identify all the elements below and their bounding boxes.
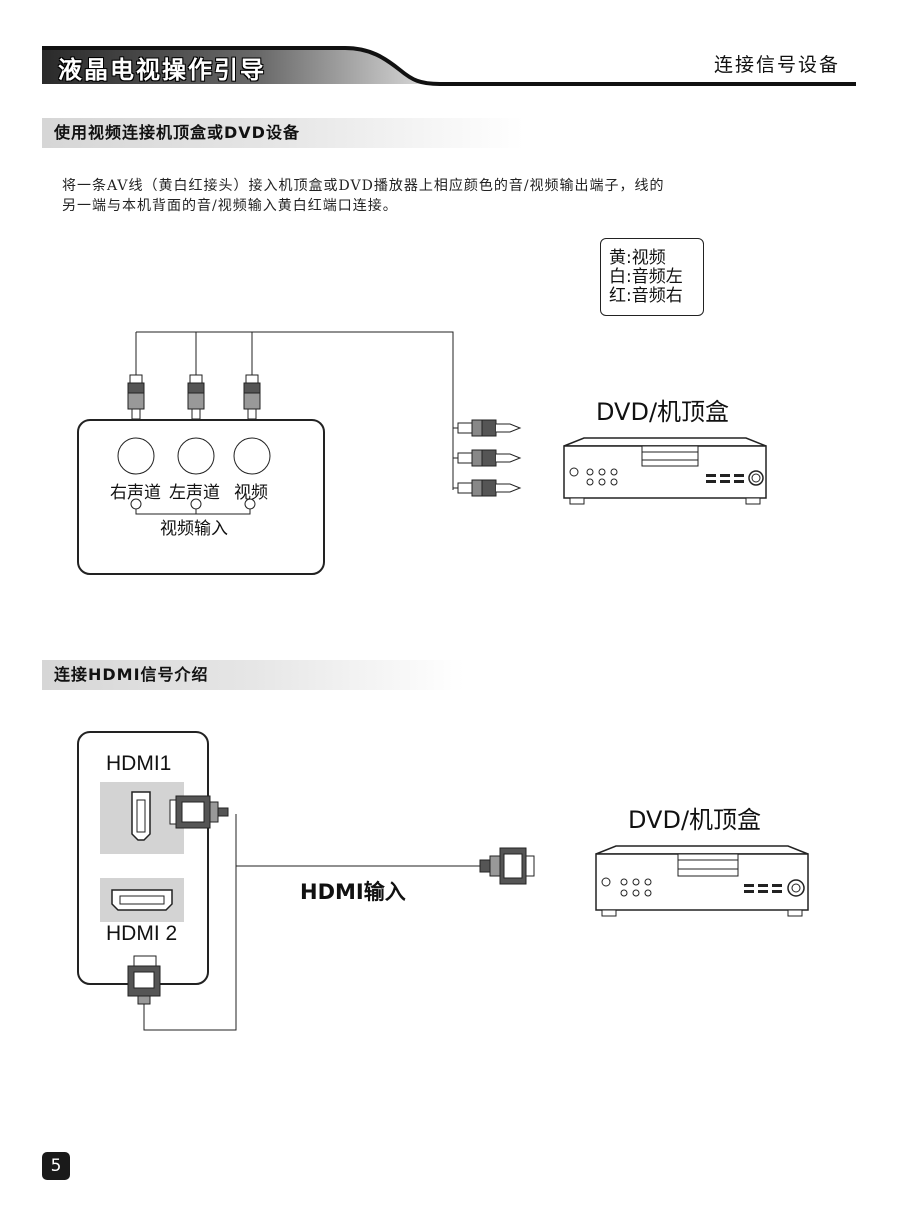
rca-plugs-tv	[127, 374, 261, 429]
hdmi-connection-diagram	[77, 731, 809, 1031]
av-input-jacks	[117, 437, 271, 515]
color-legend: 黄:视频 白:音频左 红:音频右	[600, 238, 704, 316]
rca-plugs-dvd	[457, 419, 522, 497]
header-bar	[42, 46, 856, 86]
hdmi-plug-tv-1	[169, 795, 229, 829]
hdmi-plug-tv-2	[127, 955, 161, 1005]
av-connection-diagram	[77, 331, 767, 575]
page-number: 5	[42, 1152, 70, 1180]
hdmi-cable	[143, 814, 480, 1031]
video-input-label: 视频输入	[160, 519, 228, 539]
legend-yellow: 黄:视频	[609, 248, 666, 268]
section-heading-hdmi: 连接HDMI信号介绍	[42, 660, 464, 690]
av-instructions: 将一条AV线（黄白红接头）接入机顶盒或DVD播放器上相应颜色的音/视频输出端子，…	[62, 176, 822, 216]
av-instructions-line2: 另一端与本机背面的音/视频输入黄白红端口连接。	[62, 198, 398, 214]
header-section-title: 连接信号设备	[713, 54, 840, 76]
legend-white: 白:音频左	[609, 267, 683, 287]
dvd-player-1	[563, 437, 767, 505]
dvd-label-2: DVD/机顶盒	[628, 806, 762, 834]
dvd-label-1: DVD/机顶盒	[596, 398, 730, 426]
hdmi2-label: HDMI 2	[106, 922, 178, 945]
dvd-player-2	[595, 845, 809, 917]
section-heading-av: 使用视频连接机顶盒或DVD设备	[42, 118, 524, 148]
legend-red: 红:音频右	[609, 286, 683, 306]
hdmi1-label: HDMI1	[106, 752, 172, 775]
hdmi-input-label: HDMI输入	[300, 880, 406, 904]
jack-label-right: 右声道	[110, 483, 161, 503]
jack-label-video: 视频	[234, 483, 268, 503]
jack-label-left: 左声道	[169, 483, 220, 503]
hdmi-plug-dvd	[479, 847, 535, 885]
header-title: 液晶电视操作引导	[58, 56, 266, 84]
av-instructions-line1: 将一条AV线（黄白红接头）接入机顶盒或DVD播放器上相应颜色的音/视频输出端子，…	[62, 178, 665, 194]
av-cable	[135, 331, 458, 490]
